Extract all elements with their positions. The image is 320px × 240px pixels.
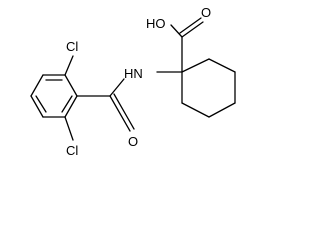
ring-double-bond-3 (35, 95, 47, 113)
cyclo-bond-1 (181, 58, 210, 73)
chlorine-top-bond (64, 55, 74, 76)
benzene-ring (30, 74, 78, 118)
amide-nh-label: HN (124, 66, 143, 81)
ring-bond-5 (30, 95, 44, 118)
acid-hydroxyl-label: HO (146, 16, 166, 31)
chlorine-bottom-label: Cl (66, 143, 78, 158)
ring-double-bond-2 (61, 95, 73, 113)
cyclohexane-ring (181, 58, 236, 118)
amide-oxygen-label: O (128, 134, 138, 149)
ring-bond-3 (64, 95, 78, 118)
acid-co-bond-b (179, 17, 202, 34)
acid-co-bond-a (181, 21, 204, 38)
cyclo-bond-5 (181, 102, 210, 118)
cyclo-bond-2 (208, 58, 236, 73)
acid-oxygen-label: O (201, 5, 211, 20)
amide-cn-bond (109, 78, 125, 97)
chlorine-bottom-bond (64, 116, 74, 141)
ring-bond-2 (64, 74, 78, 97)
chlorine-top-label: Cl (66, 39, 78, 54)
amide-co-bond-b (113, 93, 135, 130)
ring-bond-6 (30, 74, 44, 97)
amide-co-bond-a (109, 95, 131, 132)
chemical-structure: Cl Cl HN O HO O (30, 5, 236, 158)
cyclo-bond-4 (208, 102, 236, 118)
acid-oh-bond (170, 24, 183, 38)
